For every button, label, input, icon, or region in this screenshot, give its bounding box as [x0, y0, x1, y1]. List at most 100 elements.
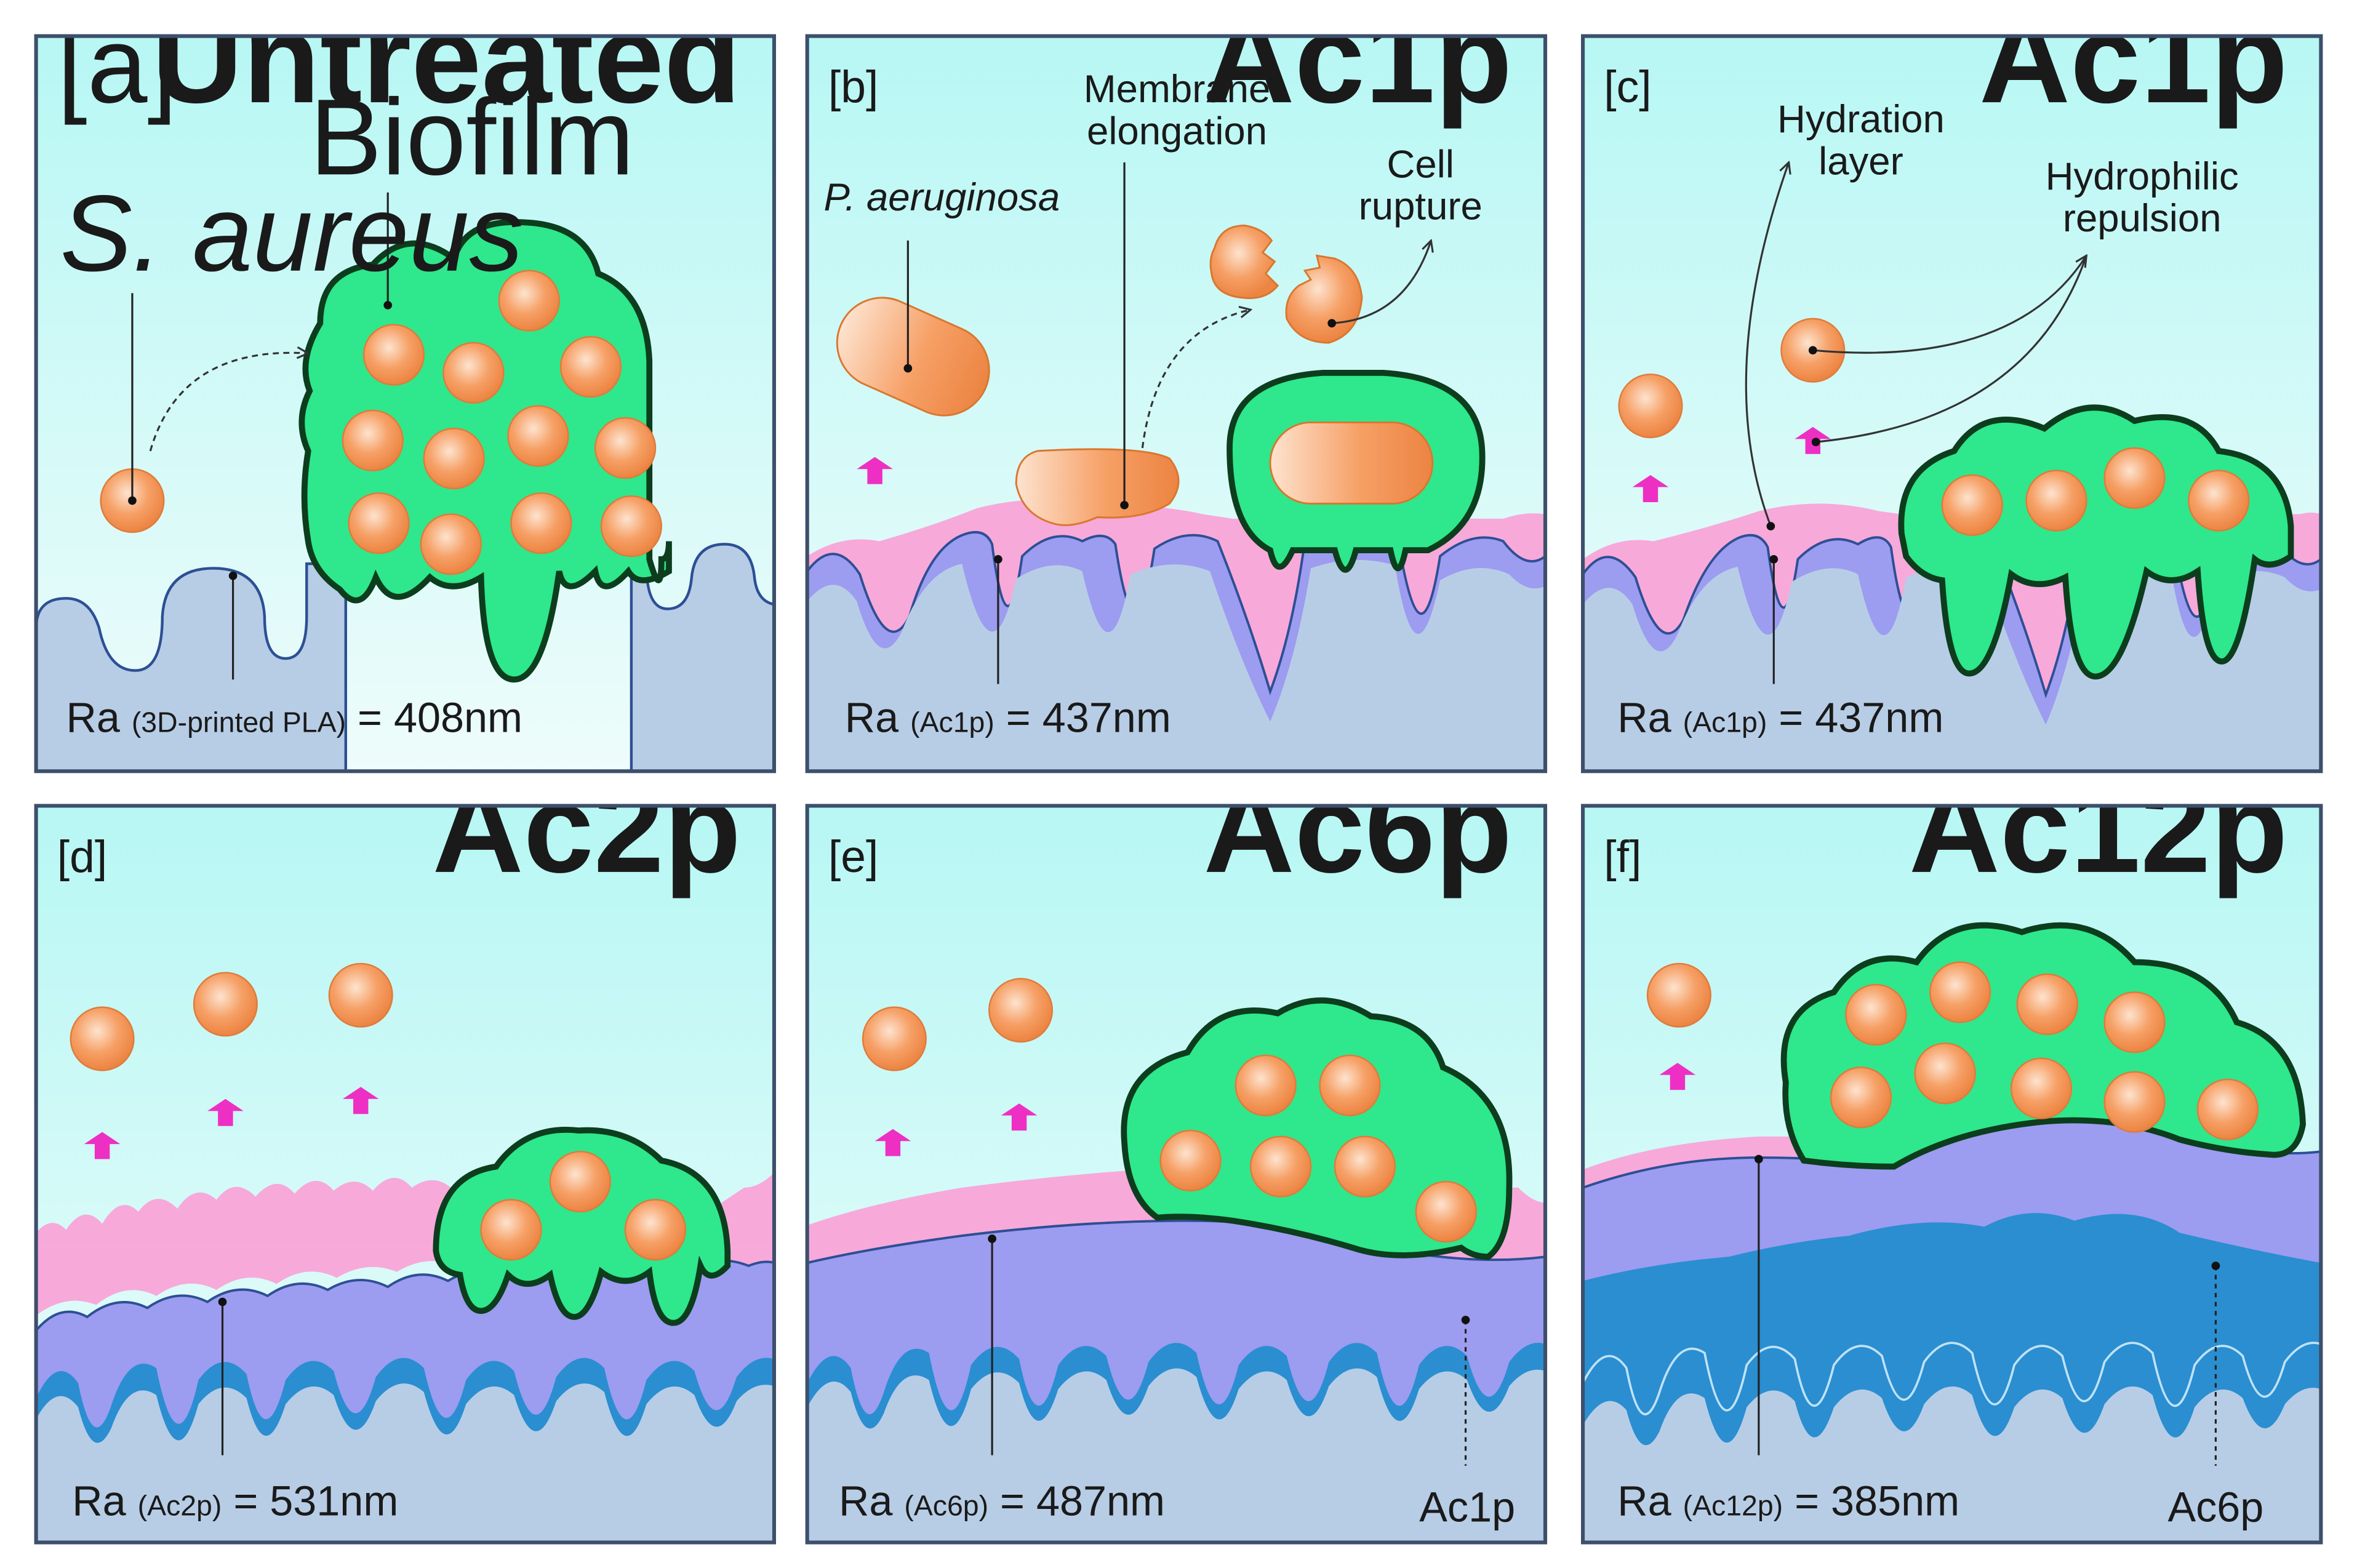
bacterium-icon: [1618, 374, 1683, 439]
pla-substrate: [1583, 1386, 2321, 1543]
bacterium-icon: [348, 492, 410, 554]
bacterium-icon: [1830, 1066, 1892, 1129]
leader-dot: [1808, 346, 1817, 355]
panel-tag: [d]: [57, 831, 107, 882]
bacterium-icon: [600, 495, 662, 558]
bacterium-icon: [2196, 1078, 2259, 1140]
panel-frame: [1581, 34, 2323, 774]
bacterium-icon: [1334, 1135, 1396, 1198]
bacterium-icon: [510, 492, 572, 554]
pla-substrate: [807, 559, 1545, 772]
leader-dot: [1769, 554, 1779, 564]
panel-tag: [e]: [828, 831, 878, 882]
roughness-label: Ra (Ac12p) = 385nm: [1617, 1478, 1959, 1524]
annotation-hydrophilic: Hydrophilic: [2046, 155, 2239, 198]
bacterium-icon: [1250, 1135, 1312, 1198]
biofilm-bacteria: [1830, 961, 2259, 1140]
panel-frame: [1581, 804, 2323, 1545]
panel-tag: [f]: [1604, 831, 1641, 882]
leader-dot: [1461, 1316, 1470, 1324]
panel-frame: [805, 804, 1548, 1545]
bacterium-icon: [1929, 961, 1991, 1023]
leader-dot: [1811, 438, 1820, 447]
annotation-hydration: Hydration: [1777, 98, 1945, 141]
repulsion-arrow: [1815, 255, 2087, 443]
panel-title: Ac6p: [1204, 758, 1513, 899]
bacterium-icon: [1319, 1054, 1381, 1116]
panel-tag: [a]: [57, 5, 178, 126]
bacterium-icon: [2016, 973, 2078, 1035]
bacterium-icon: [2188, 470, 2250, 532]
bacterium-icon: [1415, 1180, 1477, 1243]
panel-b: [b] Ac1p P. aeruginosa Membrane elongati…: [807, 36, 1545, 772]
pla-substrate: [36, 1383, 774, 1543]
biofilm: [1898, 404, 2294, 680]
migration-arrow: [149, 353, 308, 452]
biofilm: [1780, 922, 2306, 1170]
biofilm-bacteria: [480, 1151, 687, 1261]
bacterium-icon: [2025, 470, 2087, 532]
panel-title: Ac1p: [1979, 0, 2288, 129]
bacterium-icon: [2010, 1057, 2073, 1119]
bacterium-icon: [498, 270, 560, 332]
leader-dot: [903, 364, 913, 373]
annotation-s-aureus: S. aureus: [60, 174, 524, 294]
bacterium-icon: [328, 962, 393, 1028]
leader-dot: [1120, 500, 1129, 510]
pla-substrate: [630, 543, 774, 772]
bacterium-icon: [420, 513, 482, 575]
panel-title: Ac2p: [432, 758, 741, 899]
panel-f: [f] Ac12p Ac6p Ra (Ac12p) = 385nm: [1583, 806, 2321, 1543]
roughness-label: Ra (Ac1p) = 437nm: [845, 695, 1171, 742]
panel-tag: [b]: [828, 62, 878, 112]
biofilm: [433, 1127, 731, 1326]
biofilm-bacteria: [1159, 1054, 1477, 1243]
panel-d: [d] Ac2p Ra (Ac2p) = 531nm: [36, 758, 774, 1543]
repulsion-arrow: [1812, 255, 2087, 354]
bacterium-icon: [1235, 1054, 1297, 1116]
rupture-arrow: [1141, 310, 1251, 449]
bacterium-icon: [988, 978, 1054, 1043]
panel-title: Untreated: [152, 0, 742, 129]
panel-frame: [34, 804, 776, 1545]
bacterium-icon: [362, 324, 425, 386]
bacterium-icon: [624, 1199, 687, 1261]
panel-c: [c] Ac1p Hydration layer Hydrophilic rep…: [1583, 0, 2321, 772]
rupture-arrow: [1332, 241, 1431, 324]
panel-e: [e] Ac6p Ac1p Ra (Ac6p) = 487nm: [807, 758, 1545, 1543]
rod-bacterium-icon: [1015, 448, 1180, 526]
bacterium-icon: [480, 1199, 542, 1261]
coating-ac1p-outline: [1583, 1342, 2321, 1415]
biofilm-bacteria: [342, 270, 662, 575]
bacterium-icon: [1646, 962, 1711, 1028]
leader-dot: [218, 1297, 227, 1306]
bacterium-icon: [549, 1151, 611, 1213]
ruptured-cell-icon: [1285, 254, 1363, 344]
bacterium-icon: [2103, 447, 2166, 509]
roughness-label: Ra (3D-printed PLA) = 408nm: [66, 695, 522, 742]
annotation-rupture: rupture: [1359, 185, 1483, 228]
annotation-cell: Cell: [1387, 143, 1454, 186]
bacterium-icon: [342, 409, 404, 471]
leader-dot: [2211, 1262, 2220, 1270]
ruptured-cell-icon: [1209, 224, 1279, 299]
roughness-label: Ra (Ac2p) = 531nm: [72, 1478, 398, 1524]
bacterium-icon: [2103, 1071, 2166, 1133]
leader-dot: [383, 301, 393, 310]
panel-frame: [34, 34, 776, 774]
bacterium-icon: [1845, 983, 1907, 1046]
bacterium-icon: [193, 972, 258, 1037]
bacterium-icon: [1941, 474, 2003, 536]
panel-frame: [805, 34, 1548, 774]
pla-substrate: [36, 562, 347, 772]
annotation-biofilm: Biofilm: [310, 77, 634, 198]
annotation-membrane: Membrane: [1084, 68, 1271, 111]
annotation-repulsion: repulsion: [2063, 197, 2222, 240]
bacterium-icon: [2103, 991, 2166, 1054]
leader-dot: [1327, 319, 1336, 328]
biofilm: [1121, 997, 1513, 1260]
bacterium-icon: [507, 405, 569, 467]
leader-dot: [128, 496, 137, 505]
roughness-label: Ra (Ac6p) = 487nm: [839, 1478, 1165, 1524]
